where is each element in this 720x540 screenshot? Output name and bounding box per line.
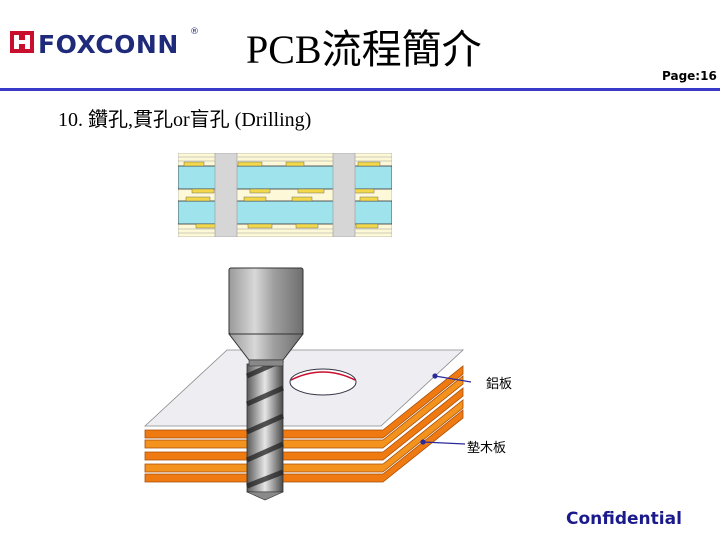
pcb-cross-section [178, 153, 392, 237]
logo-text: FOXCONN [38, 30, 179, 59]
drilled-hole-2 [332, 153, 356, 237]
plate-hole [289, 368, 357, 396]
drilled-hole-1 [214, 153, 238, 237]
foxconn-logo: FOXCONN ® [10, 27, 199, 59]
hh-logo-icon [10, 31, 34, 53]
confidential-footer: Confidential [566, 509, 682, 529]
drilling-illustration [143, 267, 472, 501]
backup-board-label: 墊木板 [467, 441, 507, 456]
backup-board-layers [144, 365, 464, 483]
header-divider [0, 88, 720, 91]
page-number: Page:16 [662, 69, 717, 83]
section-heading: 10. 鑽孔,貫孔or盲孔 (Drilling) [58, 109, 312, 131]
aluminum-plate-label: 鋁板 [486, 377, 513, 392]
drill-chuck [227, 267, 305, 367]
drill-bit [245, 357, 285, 501]
logo-registered-mark: ® [190, 27, 199, 37]
page-title: PCB流程簡介 [246, 27, 482, 72]
